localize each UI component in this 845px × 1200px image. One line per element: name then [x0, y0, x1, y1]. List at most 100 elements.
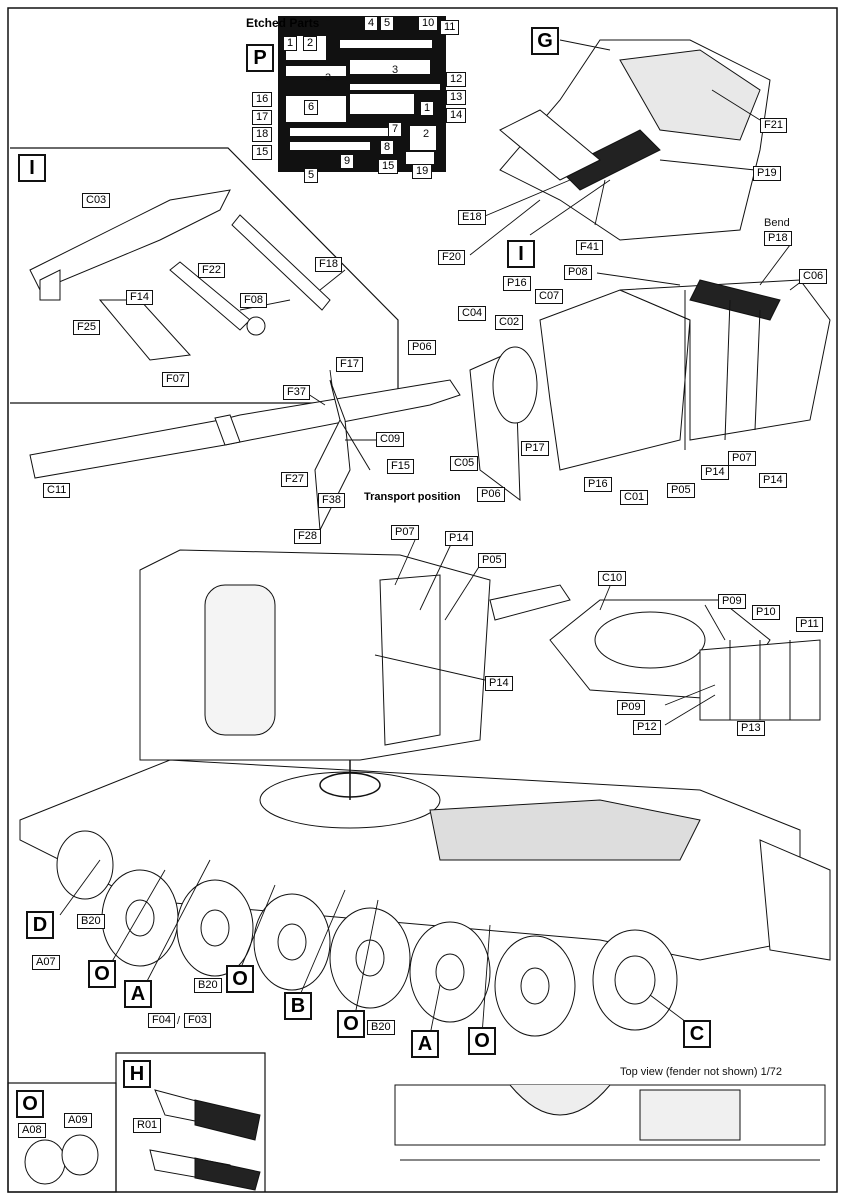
label-p18: P18	[764, 231, 792, 246]
label-b20-b: B20	[194, 978, 222, 993]
etch-num-6: 6	[304, 100, 319, 115]
label-c01: C01	[620, 490, 649, 505]
label-f03: F03	[184, 1013, 211, 1028]
label-c09: C09	[376, 432, 405, 447]
etch-num-18: 18	[252, 127, 273, 142]
label-p14-d: P14	[485, 676, 513, 691]
etch-num-11: 11	[440, 20, 460, 35]
inset-h-frame	[115, 1052, 266, 1192]
label-p14-b: P14	[759, 473, 787, 488]
label-p09-b: P09	[617, 700, 645, 715]
etch-num-3b: 3	[392, 64, 399, 76]
label-b20-c: B20	[367, 1020, 395, 1035]
callout-b: B	[284, 992, 312, 1020]
callout-o-2: O	[226, 965, 254, 993]
label-bend: Bend	[764, 217, 790, 229]
etch-num-5b: 5	[304, 168, 319, 183]
label-f28: F28	[294, 529, 321, 544]
callout-o-inset: O	[16, 1090, 44, 1118]
label-a07: A07	[32, 955, 60, 970]
etch-num-14: 14	[446, 108, 467, 123]
label-f04: F04	[148, 1013, 175, 1028]
etch-num-5a: 5	[380, 16, 395, 31]
etch-num-19: 19	[412, 164, 433, 179]
label-f27: F27	[281, 472, 308, 487]
label-c11: C11	[43, 483, 71, 498]
callout-d: D	[26, 911, 54, 939]
label-f22: F22	[198, 263, 225, 278]
label-f41: F41	[576, 240, 603, 255]
turret-ring-and-racks	[549, 599, 821, 721]
etch-num-1b: 1	[420, 101, 435, 116]
etch-num-4: 4	[364, 16, 379, 31]
leader-lines	[59, 39, 811, 1036]
etch-num-15b: 15	[378, 159, 399, 174]
callout-a-2: A	[411, 1030, 439, 1058]
label-f07: F07	[162, 372, 189, 387]
gun-barrel-and-travel-lock	[29, 379, 461, 532]
label-f18: F18	[315, 257, 342, 272]
label-c02: C02	[495, 315, 524, 330]
label-p08: P08	[564, 265, 592, 280]
label-a08: A08	[18, 1123, 46, 1138]
transport-position-note: Transport position	[364, 491, 461, 503]
etch-num-12: 12	[446, 72, 467, 87]
label-p16-b: P16	[584, 477, 612, 492]
etch-num-7: 7	[388, 122, 403, 137]
main-turret-box	[139, 549, 571, 761]
label-p06-b: P06	[477, 487, 505, 502]
inset-i-parts	[29, 189, 331, 361]
label-c04: C04	[458, 306, 487, 321]
label-r01: R01	[133, 1118, 162, 1133]
etch-num-3a: 3	[325, 72, 332, 84]
etch-num-16: 16	[252, 92, 273, 107]
label-f14: F14	[126, 290, 153, 305]
label-p13: P13	[737, 721, 765, 736]
hull-body	[19, 759, 831, 961]
label-p09-a: P09	[718, 594, 746, 609]
callout-i-inset: I	[18, 154, 46, 182]
etch-num-9: 9	[340, 154, 355, 169]
etch-num-17: 17	[252, 110, 273, 125]
road-wheels	[56, 830, 678, 1037]
etched-parts-title: Etched Parts	[246, 16, 320, 30]
label-p07-b: P07	[391, 525, 419, 540]
label-p11: P11	[796, 617, 823, 632]
callout-c: C	[683, 1020, 711, 1048]
label-f15: F15	[387, 459, 414, 474]
label-c05: C05	[450, 456, 479, 471]
label-p07-a: P07	[728, 451, 756, 466]
label-p19: P19	[753, 166, 781, 181]
top-view-drawing	[394, 1084, 826, 1161]
label-f38: F38	[318, 493, 345, 508]
label-p05-b: P05	[478, 553, 506, 568]
label-a09: A09	[64, 1113, 92, 1128]
label-f37: F37	[283, 385, 310, 400]
label-p06-a: P06	[408, 340, 436, 355]
etch-num-13: 13	[446, 90, 467, 105]
label-c07: C07	[535, 289, 564, 304]
etch-num-2: 2	[303, 36, 318, 51]
top-view-caption: Top view (fender not shown) 1/72	[620, 1066, 783, 1078]
callout-g: G	[531, 27, 559, 55]
label-slash: /	[177, 1015, 181, 1027]
label-b20-a: B20	[77, 914, 105, 929]
label-p14-c: P14	[445, 531, 473, 546]
callout-i-main: I	[507, 240, 535, 268]
inset-h-tracks	[149, 1089, 261, 1191]
mantlet-assembly-g	[499, 39, 771, 241]
turret-exploded-parts	[469, 279, 831, 502]
label-p14-a: P14	[701, 465, 729, 480]
label-p12: P12	[633, 720, 661, 735]
label-p10: P10	[752, 605, 780, 620]
label-c03: C03	[82, 193, 111, 208]
label-f08: F08	[240, 293, 267, 308]
etch-num-10: 10	[418, 16, 439, 31]
etch-num-2b: 2	[423, 128, 430, 140]
etch-num-15a: 15	[252, 145, 273, 160]
label-f20: F20	[438, 250, 465, 265]
etch-num-8: 8	[380, 140, 395, 155]
label-f17: F17	[336, 357, 363, 372]
inset-o-wheel	[24, 1134, 99, 1185]
